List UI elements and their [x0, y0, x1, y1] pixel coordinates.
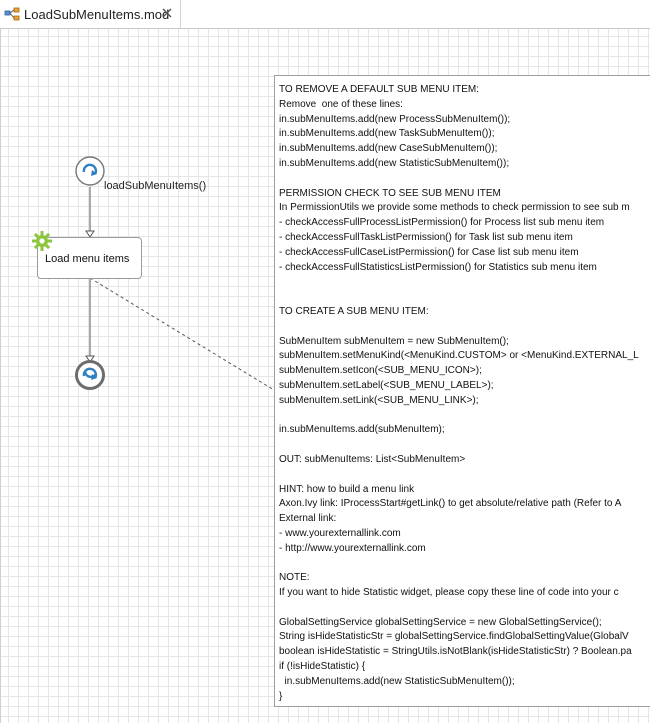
- note-line: - http://www.yourexternallink.com: [279, 542, 426, 554]
- note-line: TO CREATE A SUB MENU ITEM:: [279, 305, 429, 317]
- note-line: in.subMenuItems.add(new TaskSubMenuItem(…: [279, 128, 495, 140]
- note-line: subMenuItem.setLabel(<SUB_MENU_LABEL>);: [279, 379, 494, 391]
- note-line: In PermissionUtils we provide some metho…: [279, 202, 630, 214]
- note-line: If you want to hide Statistic widget, pl…: [279, 587, 619, 599]
- note-line: in.subMenuItems.add(subMenuItem);: [279, 424, 445, 436]
- note-line: }: [279, 690, 283, 702]
- note-line: NOTE:: [279, 572, 310, 584]
- note-line: SubMenuItem subMenuItem = new SubMenuIte…: [279, 335, 509, 347]
- note-line: [279, 409, 639, 424]
- end-event-icon[interactable]: [74, 359, 106, 391]
- flow-connections: [85, 187, 275, 391]
- start-event-icon[interactable]: [74, 155, 106, 187]
- note-line: OUT: subMenuItems: List<SubMenuItem>: [279, 453, 466, 465]
- note-line: subMenuItem.setMenuKind(<MenuKind.CUSTOM…: [279, 350, 639, 362]
- process-canvas[interactable]: loadSubMenuItems() Load menu items TO RE…: [0, 29, 650, 723]
- start-event-label: loadSubMenuItems(): [104, 180, 207, 192]
- note-line: Axon.Ivy link: IProcessStart#getLink() t…: [279, 498, 622, 510]
- arrowhead: [85, 230, 95, 238]
- note-line: in.subMenuItems.add(new ProcessSubMenuIt…: [279, 113, 511, 125]
- arrowhead: [85, 355, 95, 363]
- note-line: - checkAccessFullCaseListPermission() fo…: [279, 246, 579, 258]
- script-task[interactable]: Load menu items: [37, 237, 142, 279]
- note-line: External link:: [279, 513, 337, 525]
- note-association[interactable]: [89, 277, 275, 391]
- note-line: boolean isHideStatistic = StringUtils.is…: [279, 646, 632, 658]
- note-line: PERMISSION CHECK TO SEE SUB MENU ITEM: [279, 187, 501, 199]
- process-model-icon: [4, 7, 20, 21]
- note-line: in.subMenuItems.add(new CaseSubMenuItem(…: [279, 143, 498, 155]
- annotation-note[interactable]: TO REMOVE A DEFAULT SUB MENU ITEM: Remove…: [274, 75, 650, 707]
- note-line: TO REMOVE A DEFAULT SUB MENU ITEM:: [279, 84, 480, 95]
- note-line: - www.yourexternallink.com: [279, 527, 401, 539]
- task-label: Load menu items: [45, 253, 130, 265]
- note-line: GlobalSettingService globalSettingServic…: [279, 616, 602, 628]
- close-icon[interactable]: [160, 6, 174, 20]
- note-line: HINT: how to build a menu link: [279, 483, 415, 495]
- note-line: - checkAccessFullTaskListPermission() fo…: [279, 231, 573, 243]
- gear-icon: [32, 231, 52, 251]
- note-line: String isHideStatisticStr = globalSettin…: [279, 631, 629, 643]
- note-line: - checkAccessFullProcessListPermission()…: [279, 217, 605, 229]
- note-line: Remove one of these lines:: [279, 98, 403, 110]
- note-line: [279, 468, 639, 483]
- note-line: [279, 320, 639, 335]
- editor-tab-bar: LoadSubMenuItems.mod: [0, 0, 650, 29]
- note-line: [279, 601, 639, 616]
- note-line: [279, 275, 639, 290]
- note-line: in.subMenuItems.add(new StatisticSubMenu…: [279, 157, 510, 169]
- note-line: [279, 290, 639, 305]
- note-line: [279, 438, 639, 453]
- note-line: in.subMenuItems.add(new StatisticSubMenu…: [279, 675, 515, 687]
- tab-title: LoadSubMenuItems.mod: [24, 6, 170, 22]
- note-line: if (!isHideStatistic) {: [279, 661, 366, 673]
- note-line: subMenuItem.setLink(<SUB_MENU_LINK>);: [279, 394, 479, 406]
- editor-tab[interactable]: LoadSubMenuItems.mod: [0, 0, 181, 28]
- note-line: [279, 557, 639, 572]
- note-text: TO REMOVE A DEFAULT SUB MENU ITEM: Remove…: [279, 83, 639, 704]
- note-line: subMenuItem.setIcon(<SUB_MENU_ICON>);: [279, 365, 482, 377]
- note-line: - checkAccessFullStatisticsListPermissio…: [279, 261, 597, 273]
- note-line: [279, 172, 639, 187]
